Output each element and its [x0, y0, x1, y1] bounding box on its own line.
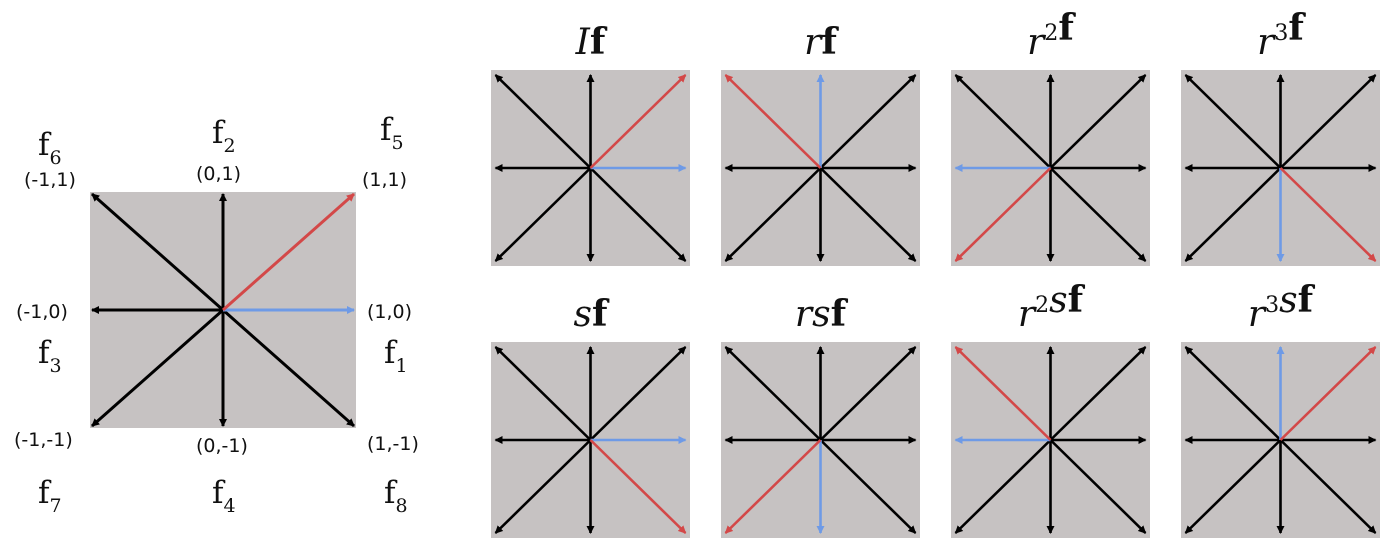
transform-panel: rf — [721, 21, 920, 266]
panel-arrow-black--1_1 — [494, 346, 592, 441]
lattice-arrow-black-1_-1 — [222, 308, 355, 428]
panel-arrow-black-1_1 — [1279, 74, 1377, 169]
panel-arrow-black--1_-1 — [954, 439, 1052, 534]
transform-panel: r2f — [951, 7, 1150, 266]
panel-arrow-red-1_-1 — [589, 439, 687, 534]
vector-label-f7: f7 — [38, 475, 62, 517]
panel-arrow-black--1_-1 — [494, 167, 592, 262]
coord-label-f6: (-1,1) — [24, 169, 76, 191]
panel-title: r2f — [1027, 7, 1076, 63]
panel-arrow-black-1_1 — [589, 346, 687, 441]
panel-title: r3f — [1257, 7, 1306, 63]
panel-arrow-red-1_-1 — [1279, 167, 1377, 262]
panel-arrow-red-1_1 — [1279, 346, 1377, 441]
lattice-arrows — [91, 192, 355, 428]
panel-arrow-black-1_1 — [1049, 74, 1147, 169]
panel-arrow-red--1_1 — [724, 74, 822, 169]
panel-arrow-black--1_-1 — [494, 439, 592, 534]
title-symbol: f — [1288, 7, 1306, 49]
transform-panel: rsf — [721, 293, 920, 538]
panel-arrow-black--1_-1 — [1184, 167, 1282, 262]
vector-label-f4: f4 — [212, 475, 236, 517]
title-power: 2 — [1044, 21, 1058, 46]
title-power: 3 — [1265, 293, 1279, 318]
title-symbol: f — [590, 21, 608, 63]
transform-panel: r2sf — [951, 279, 1150, 538]
coord-label-f7: (-1,-1) — [14, 429, 73, 451]
panel-arrow-black-1_-1 — [589, 167, 687, 262]
panel-arrow-black--1_1 — [954, 74, 1052, 169]
panel-arrow-red-1_1 — [589, 74, 687, 169]
coord-label-f3: (-1,0) — [16, 301, 68, 323]
title-operator: r — [1248, 294, 1267, 335]
title-operator: r — [795, 294, 814, 335]
title-operator: I — [575, 22, 591, 63]
panel-arrow-black--1_1 — [494, 74, 592, 169]
panel-arrow-black-1_-1 — [819, 439, 917, 534]
panel-arrow-black-1_1 — [1049, 346, 1147, 441]
panel-arrow-black--1_-1 — [724, 167, 822, 262]
lattice-arrow-red-1_1 — [222, 192, 355, 312]
title-symbol: f — [1058, 7, 1076, 49]
panel-arrow-black-1_-1 — [1049, 167, 1147, 262]
lattice-arrow-black--1_-1 — [91, 308, 224, 428]
panel-title: If — [575, 21, 608, 63]
panel-title: r2sf — [1018, 279, 1086, 335]
vector-label-f5: f5 — [380, 112, 404, 154]
panel-arrow-black--1_1 — [1184, 74, 1282, 169]
panel-arrow-black-1_-1 — [1049, 439, 1147, 534]
panel-arrow-black--1_-1 — [1184, 439, 1282, 534]
transform-panel: If — [491, 21, 690, 266]
panel-arrow-black--1_1 — [724, 346, 822, 441]
coord-label-f5: (1,1) — [362, 169, 407, 191]
title-operator-post: s — [812, 294, 830, 335]
panel-arrow-black--1_1 — [1184, 346, 1282, 441]
vector-label-f2: f2 — [212, 115, 236, 157]
lattice-arrow-black--1_1 — [91, 192, 224, 312]
coord-label-f1: (1,0) — [367, 301, 412, 323]
panel-arrow-black-1_-1 — [819, 167, 917, 262]
vector-label-f3: f3 — [38, 335, 62, 377]
title-operator-post: s — [1279, 280, 1297, 321]
transform-panel: sf — [491, 293, 690, 538]
panel-arrow-red--1_-1 — [954, 167, 1052, 262]
title-symbol: f — [821, 21, 839, 63]
title-operator: r — [1257, 22, 1276, 63]
coord-label-f4: (0,-1) — [196, 435, 248, 457]
panel-title: rf — [804, 21, 839, 63]
d2q9-lattice-diagram: (1,0) (0,1) (-1,0) (0,-1) (1,1) (-1,1) (… — [14, 112, 419, 517]
vector-label-f1: f1 — [384, 335, 408, 377]
transform-panel: r3sf — [1181, 279, 1380, 538]
panel-arrow-red--1_-1 — [724, 439, 822, 534]
panel-arrow-black-1_-1 — [1279, 439, 1377, 534]
panel-title: r3sf — [1248, 279, 1316, 335]
vector-label-f6: f6 — [38, 127, 62, 169]
panel-title: sf — [574, 293, 610, 335]
title-symbol: f — [831, 293, 849, 335]
panel-arrow-red--1_1 — [954, 346, 1052, 441]
title-symbol: f — [1068, 279, 1086, 321]
title-power: 2 — [1035, 293, 1049, 318]
title-operator: s — [574, 294, 592, 335]
title-operator: r — [1018, 294, 1037, 335]
title-symbol: f — [1298, 279, 1316, 321]
vector-label-f8: f8 — [384, 475, 408, 517]
title-operator: r — [804, 22, 823, 63]
title-operator: r — [1027, 22, 1046, 63]
panel-title: rsf — [795, 293, 849, 335]
panel-arrow-black-1_1 — [819, 346, 917, 441]
transform-panel: r3f — [1181, 7, 1380, 266]
title-power: 3 — [1274, 21, 1288, 46]
panel-arrow-black-1_1 — [819, 74, 917, 169]
coord-label-f2: (0,1) — [196, 163, 241, 185]
title-symbol: f — [592, 293, 610, 335]
coord-label-f8: (1,-1) — [367, 433, 419, 455]
title-operator-post: s — [1049, 280, 1067, 321]
